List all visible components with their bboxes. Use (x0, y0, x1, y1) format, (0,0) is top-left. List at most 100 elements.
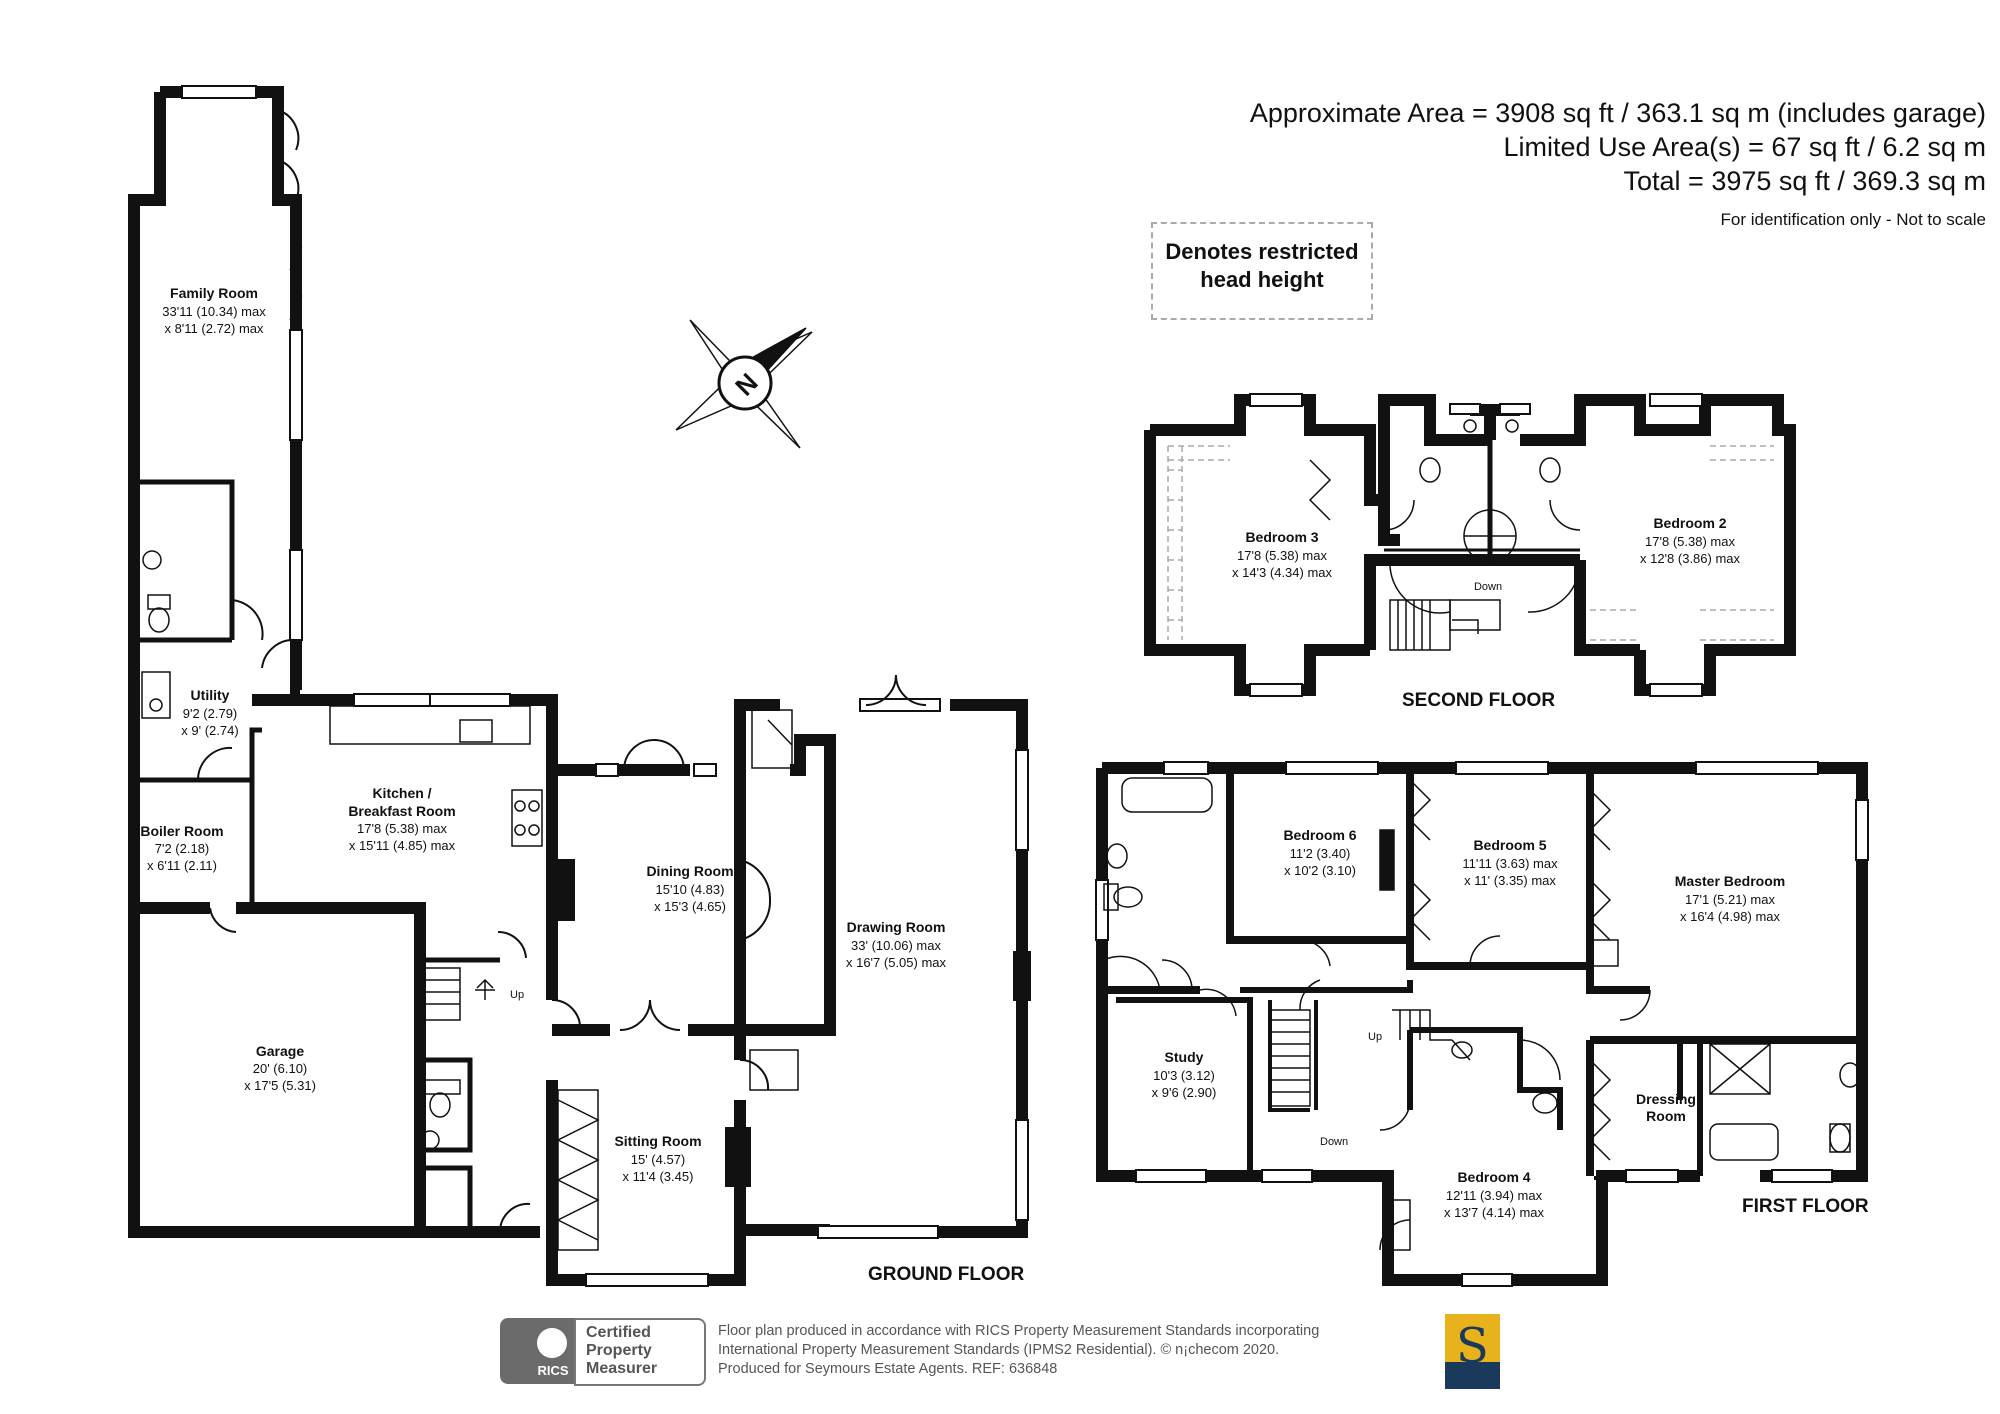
cpm-line-3: Measurer (586, 1360, 658, 1377)
room-boiler-room: Boiler Room 7'2 (2.18) x 6'11 (2.11) (140, 823, 223, 873)
second-floor-windows (1249, 393, 1703, 697)
room-dim-2: x 16'7 (5.05) max (846, 955, 947, 970)
room-dim-2: x 9'6 (2.90) (1152, 1085, 1217, 1100)
seymours-logo-letter: S (1456, 1318, 1489, 1374)
room-dim-1: 20' (6.10) (253, 1061, 308, 1076)
footer-note: Floor plan produced in accordance with R… (718, 1322, 1319, 1379)
room-dim-2: x 12'8 (3.86) max (1640, 551, 1741, 566)
room-name: Kitchen / (372, 785, 431, 801)
room-dim-1: 17'8 (5.38) max (1237, 548, 1327, 563)
room-name: Boiler Room (140, 823, 223, 839)
room-study: Study 10'3 (3.12) x 9'6 (2.90) (1152, 1049, 1217, 1100)
rics-emblem-icon (537, 1328, 567, 1358)
compass-rose (675, 319, 813, 449)
room-name: Dressing (1636, 1091, 1696, 1107)
room-dim-1: 15'10 (4.83) (656, 882, 725, 897)
room-dressing-room: Dressing Room (1636, 1091, 1696, 1124)
room-dim-2: x 14'3 (4.34) max (1232, 565, 1333, 580)
first-floor-windows (1095, 761, 1869, 1287)
second-floor-label: SECOND FLOOR (1402, 690, 1555, 711)
room-dim-1: 11'2 (3.40) (1290, 846, 1351, 861)
footer-line-2: International Property Measurement Stand… (718, 1342, 1280, 1358)
room-name: Utility (191, 687, 230, 703)
scale-note: For identification only - Not to scale (1720, 210, 1986, 229)
room-name: Family Room (170, 285, 258, 301)
room-dim-2: x 17'5 (5.31) (244, 1078, 316, 1093)
room-name: Bedroom 2 (1653, 515, 1726, 531)
room-dim-1: 9'2 (2.79) (183, 706, 238, 721)
room-name: Bedroom 3 (1245, 529, 1318, 545)
room-family-room: Family Room 33'11 (10.34) max x 8'11 (2.… (162, 285, 266, 336)
room-dim-1: 11'11 (3.63) max (1462, 856, 1558, 871)
legend-text: Denotes restricted head height (1165, 239, 1359, 292)
room-dim-2: x 16'4 (4.98) max (1680, 909, 1781, 924)
room-dim-1: 17'1 (5.21) max (1685, 892, 1775, 907)
room-dim-2: x 6'11 (2.11) (147, 858, 217, 873)
room-name: Sitting Room (614, 1133, 701, 1149)
ground-floor-doors (196, 109, 927, 1233)
room-dim-2: x 15'11 (4.85) max (349, 838, 456, 853)
room-dim-1: 33'11 (10.34) max (162, 304, 266, 319)
ground-floor-walls (128, 86, 1031, 1286)
first-floor-label: FIRST FLOOR (1742, 1196, 1869, 1217)
room-drawing-room: Drawing Room 33' (10.06) max x 16'7 (5.0… (846, 919, 947, 970)
room-dim-2: x 8'11 (2.72) max (164, 321, 264, 336)
area-line-2: Limited Use Area(s) = 67 sq ft / 6.2 sq … (1503, 132, 1986, 162)
stairs-up-label: Up (510, 989, 524, 1001)
room-dining-room: Dining Room 15'10 (4.83) x 15'3 (4.65) (646, 863, 733, 914)
room-dim-1: 7'2 (2.18) (155, 841, 210, 856)
cpm-line-1: Certified (586, 1324, 651, 1341)
footer-line-3: Produced for Seymours Estate Agents. REF… (718, 1361, 1058, 1377)
room-bedroom-5: Bedroom 5 11'11 (3.63) max x 11' (3.35) … (1462, 837, 1558, 888)
room-kitchen: Kitchen / Breakfast Room 17'8 (5.38) max… (348, 785, 455, 853)
room-bedroom-3: Bedroom 3 17'8 (5.38) max x 14'3 (4.34) … (1232, 529, 1333, 580)
room-garage: Garage 20' (6.10) x 17'5 (5.31) (244, 1043, 316, 1093)
certified-property-measurer-badge: Certified Property Measurer (574, 1318, 706, 1386)
room-bedroom-2: Bedroom 2 17'8 (5.38) max x 12'8 (3.86) … (1640, 515, 1741, 566)
ground-floor-fixtures (141, 550, 799, 1251)
room-dim-2: x 13'7 (4.14) max (1444, 1205, 1545, 1220)
second-floor-fixtures (1308, 419, 1581, 651)
room-name: Dining Room (646, 863, 733, 879)
room-dim-1: 17'8 (5.38) max (357, 821, 447, 836)
footer-line-1: Floor plan produced in accordance with R… (718, 1323, 1320, 1339)
room-name: Garage (256, 1043, 304, 1059)
room-master-bedroom: Master Bedroom 17'1 (5.21) max x 16'4 (4… (1675, 873, 1785, 924)
area-line-1: Approximate Area = 3908 sq ft / 363.1 sq… (1249, 98, 1986, 128)
room-dim-2: x 15'3 (4.65) (654, 899, 726, 914)
room-sitting-room: Sitting Room 15' (4.57) x 11'4 (3.45) (614, 1133, 701, 1184)
room-bedroom-4: Bedroom 4 12'11 (3.94) max x 13'7 (4.14)… (1444, 1169, 1545, 1220)
room-dim-1: 12'11 (3.94) max (1446, 1188, 1543, 1203)
room-dim-2: x 11' (3.35) max (1464, 873, 1556, 888)
room-dim-1: 17'8 (5.38) max (1645, 534, 1735, 549)
stairs-down-label-first: Down (1320, 1136, 1348, 1148)
room-name: Bedroom 6 (1283, 827, 1356, 843)
second-floor-walls (1144, 394, 1796, 696)
room-name-2: Breakfast Room (348, 803, 455, 819)
ground-floor-label: GROUND FLOOR (868, 1264, 1024, 1285)
room-dim-2: x 9' (2.74) (181, 723, 238, 738)
stairs-down-label-second: Down (1474, 581, 1502, 593)
room-name: Bedroom 4 (1457, 1169, 1530, 1185)
seymours-logo: S (1445, 1314, 1500, 1389)
room-dim-1: 15' (4.57) (631, 1152, 686, 1167)
room-name: Drawing Room (847, 919, 946, 935)
room-dim-1: 10'3 (3.12) (1153, 1068, 1215, 1083)
ground-floor-windows (181, 85, 1029, 1287)
restricted-height-hatching (1167, 445, 1774, 641)
room-utility: Utility 9'2 (2.79) x 9' (2.74) (181, 687, 238, 738)
room-dim-1: 33' (10.06) max (851, 938, 941, 953)
rics-label: RICS (537, 1363, 569, 1378)
room-dim-2: x 11'4 (3.45) (623, 1169, 694, 1184)
first-floor-fixtures (1103, 777, 1861, 1251)
restricted-height-legend: Denotes restricted head height (1151, 222, 1373, 320)
room-dim-2: x 10'2 (3.10) (1284, 863, 1356, 878)
room-name: Bedroom 5 (1473, 837, 1546, 853)
area-line-3: Total = 3975 sq ft / 369.3 sq m (1623, 166, 1986, 196)
cpm-line-2: Property (586, 1342, 652, 1359)
room-name-2: Room (1646, 1108, 1686, 1124)
stairs-up-label-first: Up (1368, 1031, 1382, 1043)
room-bedroom-6: Bedroom 6 11'2 (3.40) x 10'2 (3.10) (1283, 827, 1356, 878)
room-name: Study (1165, 1049, 1204, 1065)
